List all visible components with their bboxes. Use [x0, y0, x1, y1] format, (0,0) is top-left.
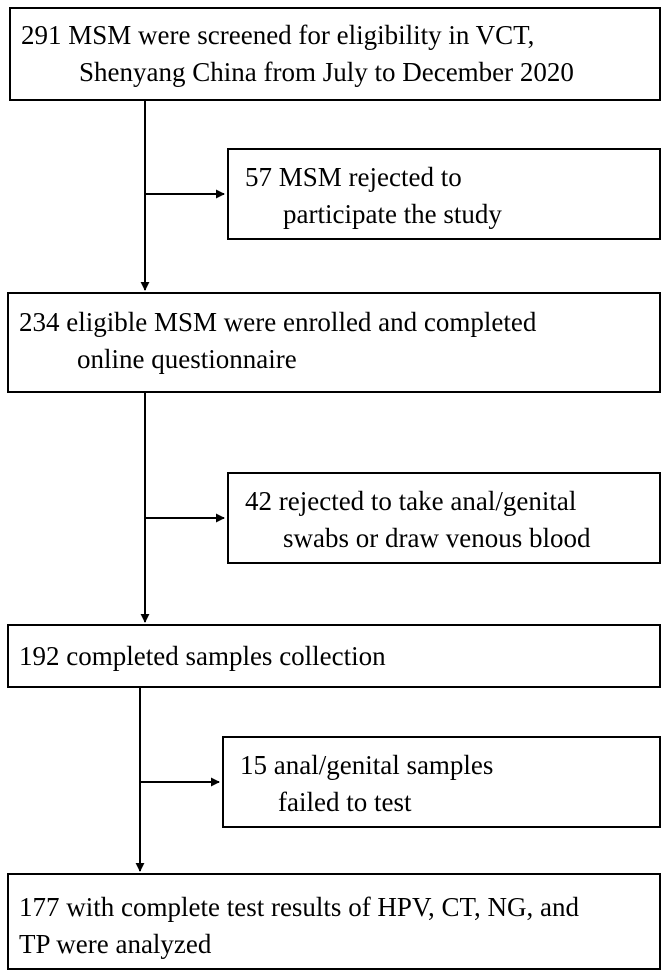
main-box-samples-collected-line1: 192 completed samples collection: [19, 641, 386, 671]
main-box-screened-line2: Shenyang China from July to December 202…: [79, 57, 574, 87]
main-box-enrolled-line1: 234 eligible MSM were enrolled and compl…: [19, 307, 537, 337]
exclusion-box-failed-test: 15 anal/genital samples failed to test: [222, 736, 661, 828]
main-box-enrolled: 234 eligible MSM were enrolled and compl…: [7, 292, 661, 393]
exclusion-box-3-line1: 15 anal/genital samples: [240, 750, 494, 780]
exclusion-box-2-line1: 42 rejected to take anal/genital: [245, 486, 577, 516]
main-box-screened-line1: 291 MSM were screened for eligibility in…: [21, 20, 535, 50]
main-box-samples-collected: 192 completed samples collection: [7, 624, 661, 688]
main-box-analyzed-line2: TP were analyzed: [19, 929, 212, 959]
exclusion-box-3-line2: failed to test: [278, 787, 412, 817]
main-box-analyzed: 177 with complete test results of HPV, C…: [7, 873, 661, 970]
main-box-analyzed-line1: 177 with complete test results of HPV, C…: [19, 892, 579, 922]
exclusion-box-rejected-participation: 57 MSM rejected to participate the study: [227, 148, 661, 240]
exclusion-box-1-line2: participate the study: [283, 199, 502, 229]
main-box-enrolled-line2: online questionnaire: [77, 344, 297, 374]
exclusion-box-rejected-samples: 42 rejected to take anal/genital swabs o…: [227, 472, 661, 564]
exclusion-box-1-line1: 57 MSM rejected to: [245, 162, 462, 192]
exclusion-box-2-line2: swabs or draw venous blood: [283, 523, 591, 553]
main-box-screened: 291 MSM were screened for eligibility in…: [9, 7, 661, 101]
